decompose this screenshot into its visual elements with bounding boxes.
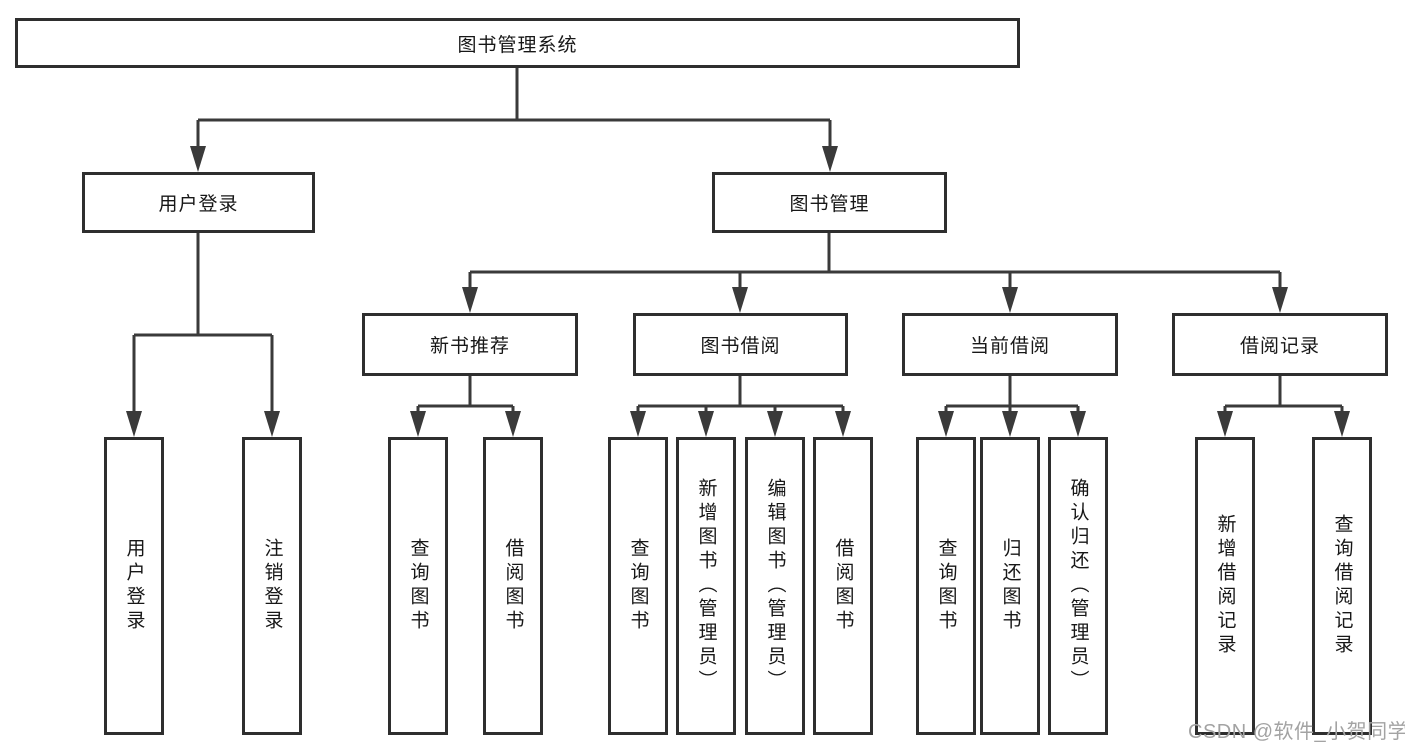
leaf-query-books-recommend: 查询图书 bbox=[388, 437, 448, 735]
node-current-borrow: 当前借阅 bbox=[902, 313, 1118, 376]
leaf-borrow-books-recommend: 借阅图书 bbox=[483, 437, 543, 735]
leaf-query-books-current: 查询图书 bbox=[916, 437, 976, 735]
leaf-edit-books-admin: 编辑图书（管理员） bbox=[745, 437, 805, 735]
node-root-system: 图书管理系统 bbox=[15, 18, 1020, 68]
leaf-query-borrow-record: 查询借阅记录 bbox=[1312, 437, 1372, 735]
leaf-user-login: 用户登录 bbox=[104, 437, 164, 735]
leaf-return-books: 归还图书 bbox=[980, 437, 1040, 735]
node-book-management: 图书管理 bbox=[712, 172, 947, 233]
node-user-login: 用户登录 bbox=[82, 172, 315, 233]
node-borrow-records: 借阅记录 bbox=[1172, 313, 1388, 376]
leaf-add-borrow-record: 新增借阅记录 bbox=[1195, 437, 1255, 735]
leaf-query-books-borrow: 查询图书 bbox=[608, 437, 668, 735]
leaf-add-books-admin: 新增图书（管理员） bbox=[676, 437, 736, 735]
leaf-borrow-books: 借阅图书 bbox=[813, 437, 873, 735]
csdn-watermark: CSDN @软件_小贺同学 bbox=[1188, 721, 1405, 743]
leaf-confirm-return-admin: 确认归还（管理员） bbox=[1048, 437, 1108, 735]
arrowheads bbox=[126, 146, 1350, 437]
node-new-book-recommend: 新书推荐 bbox=[362, 313, 578, 376]
leaf-logout: 注销登录 bbox=[242, 437, 302, 735]
node-book-borrow: 图书借阅 bbox=[633, 313, 848, 376]
